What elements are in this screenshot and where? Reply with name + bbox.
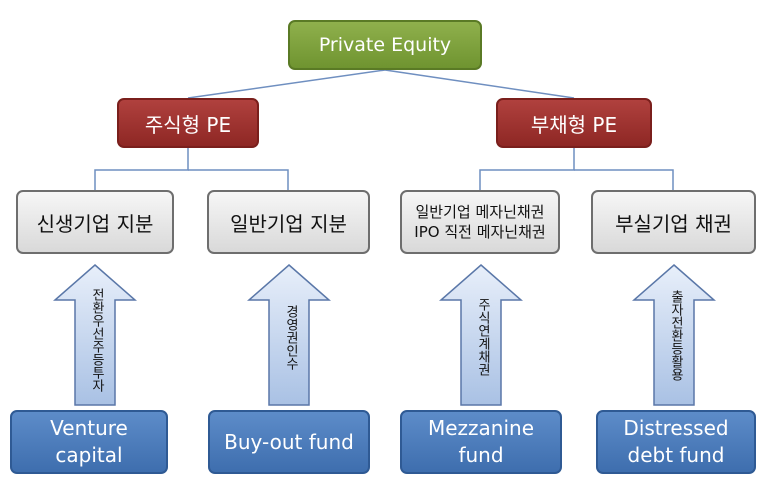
- arrow-label-venture: 전환우선주등투자: [89, 288, 104, 392]
- up-arrow-distressed: [632, 264, 716, 406]
- connector-root-left: [187, 69, 386, 99]
- arrow-label-mezzanine: 주식연계채권: [475, 298, 490, 376]
- category-label: 주식형 PE: [144, 112, 232, 137]
- connector-right-tree-2: [574, 169, 674, 190]
- up-arrow-buyout: [247, 264, 331, 406]
- fund-label: Venture capital: [50, 416, 128, 467]
- up-arrow-mezzanine: [439, 264, 523, 406]
- fund-label: Distressed debt fund: [623, 416, 729, 467]
- subcategory-label: 일반기업 지분: [230, 211, 347, 236]
- connector-root-right: [384, 69, 575, 99]
- root-node-private-equity: Private Equity: [288, 20, 482, 70]
- fund-label: Buy-out fund: [224, 429, 354, 454]
- fund-venture-capital: Venture capital: [10, 410, 168, 474]
- category-label: 부채형 PE: [530, 112, 618, 137]
- connector-left-tree: [94, 148, 189, 190]
- fund-buyout: Buy-out fund: [208, 410, 370, 474]
- category-debt-pe: 부채형 PE: [496, 98, 652, 148]
- subcategory-label: 일반기업 메자닌채권 IPO 직전 메자닌채권: [414, 202, 546, 241]
- subcategory-distressed-bonds: 부실기업 채권: [591, 190, 756, 254]
- category-equity-pe: 주식형 PE: [117, 98, 259, 148]
- fund-label: Mezzanine fund: [427, 416, 535, 467]
- subcategory-startup-equity: 신생기업 지분: [16, 190, 174, 254]
- arrow-label-distressed: 출자전환등활용: [668, 290, 683, 381]
- subcategory-label: 부실기업 채권: [615, 211, 732, 236]
- subcategory-label: 신생기업 지분: [36, 211, 154, 236]
- subcategory-mezzanine-bonds: 일반기업 메자닌채권 IPO 직전 메자닌채권: [400, 190, 560, 254]
- fund-mezzanine: Mezzanine fund: [400, 410, 562, 474]
- arrow-label-buyout: 경영권인수: [283, 305, 298, 370]
- subcategory-general-equity: 일반기업 지분: [207, 190, 370, 254]
- connector-right-tree: [479, 148, 575, 190]
- up-arrow-venture: [53, 264, 137, 406]
- fund-distressed-debt: Distressed debt fund: [596, 410, 756, 474]
- root-node-label: Private Equity: [318, 34, 452, 56]
- connector-left-tree-2: [188, 169, 289, 190]
